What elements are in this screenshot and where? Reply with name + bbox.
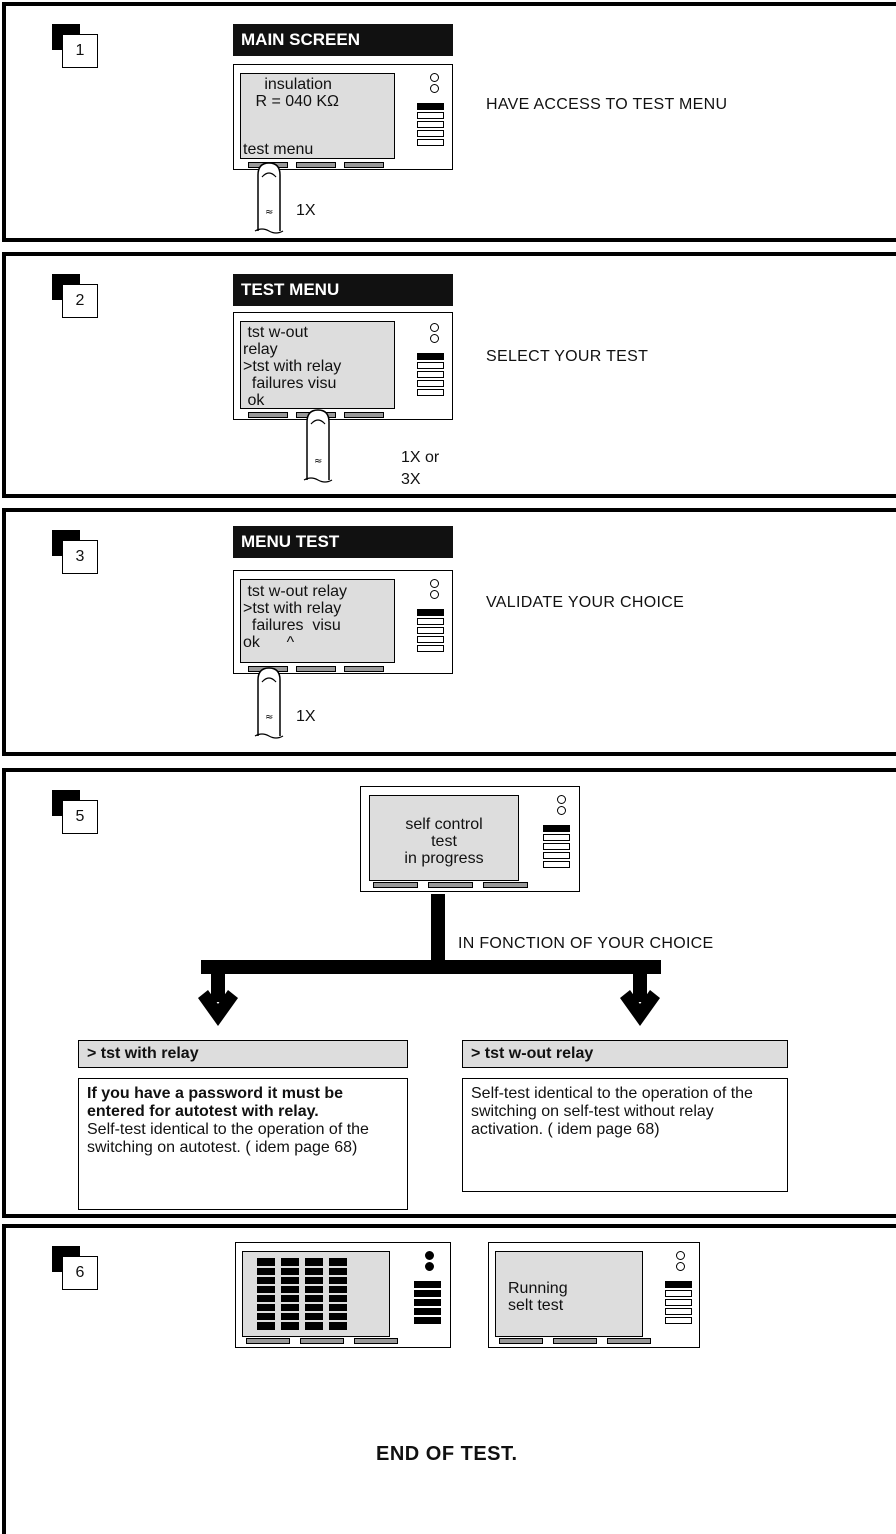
- lcd-segment-grid: [253, 1258, 351, 1330]
- step-number-badge: 3: [52, 530, 100, 574]
- level-bars: [417, 609, 444, 654]
- level-bars: [417, 353, 444, 398]
- lcd-screen: Running selt test: [495, 1251, 643, 1337]
- finger-press-icon: ≈: [254, 162, 284, 234]
- softkey-row[interactable]: [246, 1338, 398, 1344]
- device-display: insulation R = 040 KΩ test menu: [233, 64, 453, 170]
- softkey-row[interactable]: [373, 882, 528, 888]
- softkey-right[interactable]: [344, 162, 384, 168]
- device-display: tst w-out relay >tst with relay failures…: [233, 570, 453, 674]
- softkey-left[interactable]: [499, 1338, 543, 1344]
- screen-title: TEST MENU: [233, 274, 453, 306]
- level-bars: [543, 825, 570, 870]
- lcd-screen: tst w-out relay >tst with relay failures…: [240, 321, 395, 409]
- led-indicator-icon: [421, 579, 448, 601]
- flow-connector: [201, 894, 661, 1002]
- softkey-right[interactable]: [607, 1338, 651, 1344]
- screen-title: MAIN SCREEN: [233, 24, 453, 56]
- level-bars: [665, 1281, 692, 1326]
- lcd-screen: insulation R = 040 KΩ test menu: [240, 73, 395, 159]
- lcd-screen: tst w-out relay >tst with relay failures…: [240, 579, 395, 663]
- finger-press-icon: ≈: [303, 409, 333, 483]
- device-display: tst w-out relay >tst with relay failures…: [233, 312, 453, 420]
- softkey-middle[interactable]: [296, 162, 336, 168]
- softkey-middle[interactable]: [300, 1338, 344, 1344]
- end-of-test-label: END OF TEST.: [376, 1443, 518, 1465]
- level-bars: [417, 103, 444, 148]
- softkey-middle[interactable]: [428, 882, 473, 888]
- led-indicator-icon: [421, 323, 448, 345]
- down-arrow-icon: [620, 990, 660, 1026]
- instruction-text: SELECT YOUR TEST: [486, 348, 649, 365]
- led-indicator-icon: [667, 1251, 694, 1273]
- device-display: self control test in progress: [360, 786, 580, 892]
- choice-body-without-relay: Self-test identical to the operation of …: [462, 1078, 788, 1192]
- choice-header-without-relay: > tst w-out relay: [462, 1040, 788, 1068]
- softkey-left[interactable]: [246, 1338, 290, 1344]
- step-number-badge: 1: [52, 24, 100, 68]
- softkey-right[interactable]: [483, 882, 528, 888]
- step-6-panel: 6: [2, 1224, 896, 1534]
- flow-label: IN FONCTION OF YOUR CHOICE: [458, 935, 714, 952]
- choice-header-with-relay: > tst with relay: [78, 1040, 408, 1068]
- svg-text:≈: ≈: [265, 207, 273, 218]
- press-count: 1X: [296, 202, 316, 219]
- svg-text:≈: ≈: [314, 456, 322, 467]
- softkey-middle[interactable]: [553, 1338, 597, 1344]
- softkey-left[interactable]: [373, 882, 418, 888]
- svg-text:≈: ≈: [265, 712, 273, 723]
- press-count-alt: 3X: [401, 471, 421, 488]
- step-number-badge: 5: [52, 790, 100, 834]
- step-2-panel: 2 TEST MENU tst w-out relay >tst with re…: [2, 252, 896, 498]
- softkey-row[interactable]: [499, 1338, 651, 1344]
- instruction-text: VALIDATE YOUR CHOICE: [486, 594, 685, 611]
- device-display-running: Running selt test: [488, 1242, 700, 1348]
- led-indicator-icon: [416, 1251, 443, 1273]
- level-bars: [414, 1281, 441, 1326]
- step-3-panel: 3 MENU TEST tst w-out relay >tst with re…: [2, 508, 896, 756]
- lcd-screen-segments: [242, 1251, 390, 1337]
- led-indicator-icon: [548, 795, 575, 817]
- finger-press-icon: ≈: [254, 667, 284, 739]
- lcd-screen: self control test in progress: [369, 795, 519, 881]
- softkey-middle[interactable]: [296, 666, 336, 672]
- softkey-right[interactable]: [344, 666, 384, 672]
- step-number-badge: 6: [52, 1246, 100, 1290]
- instruction-text: HAVE ACCESS TO TEST MENU: [486, 96, 728, 113]
- step-number-badge: 2: [52, 274, 100, 318]
- choice-body-with-relay: If you have a password it must be entere…: [78, 1078, 408, 1210]
- screen-title: MENU TEST: [233, 526, 453, 558]
- softkey-right[interactable]: [354, 1338, 398, 1344]
- press-count: 1X: [296, 708, 316, 725]
- step-1-panel: 1 MAIN SCREEN insulation R = 040 KΩ test…: [2, 2, 896, 242]
- step-5-panel: 5 self control test in progress IN FONCT…: [2, 768, 896, 1218]
- softkey-left[interactable]: [248, 412, 288, 418]
- led-indicator-icon: [421, 73, 448, 95]
- softkey-right[interactable]: [344, 412, 384, 418]
- down-arrow-icon: [198, 990, 238, 1026]
- device-display-all-on: [235, 1242, 451, 1348]
- press-count: 1X or: [401, 449, 440, 466]
